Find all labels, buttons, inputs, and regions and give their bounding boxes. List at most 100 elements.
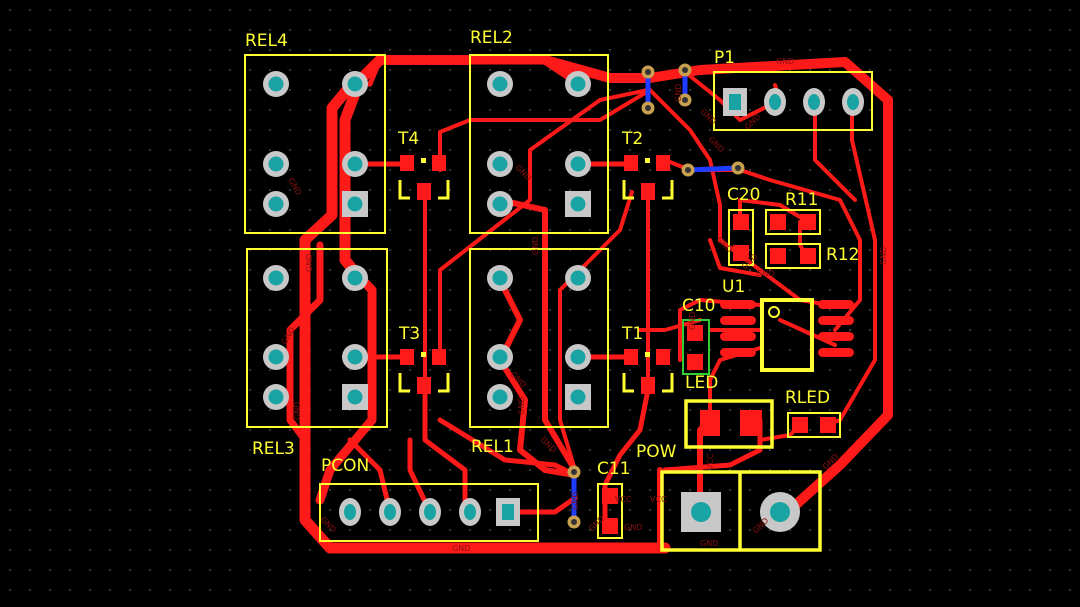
label-rel1: REL1 xyxy=(471,437,514,457)
label-pow: POW xyxy=(636,442,677,462)
u1-pin1-marker xyxy=(768,306,780,318)
t2-pad-2 xyxy=(656,155,670,171)
label-rel2: REL2 xyxy=(470,28,513,48)
svg-text:GND: GND xyxy=(879,247,888,265)
label-rel4: REL4 xyxy=(245,31,288,51)
svg-text:GND: GND xyxy=(699,107,718,126)
svg-text:VCC: VCC xyxy=(615,495,632,504)
u1-outline xyxy=(760,298,814,372)
c11-pad-1 xyxy=(602,488,618,504)
p1-pads xyxy=(723,88,864,116)
label-u1: U1 xyxy=(722,277,745,297)
u1-pin-8 xyxy=(818,300,854,309)
svg-text:GND: GND xyxy=(688,312,697,330)
u1-pin-2 xyxy=(720,316,756,325)
t1-pad-1 xyxy=(624,349,638,365)
c20-pad-2 xyxy=(733,245,749,261)
vias xyxy=(567,63,745,529)
svg-text:GND: GND xyxy=(715,235,734,254)
rel2-pads xyxy=(487,71,591,217)
t3-bracket xyxy=(398,373,450,393)
rel3-pads xyxy=(263,265,368,410)
pcon-outline xyxy=(319,483,539,542)
label-led: LED xyxy=(685,373,718,393)
label-t3: T3 xyxy=(398,324,420,344)
label-r11: R11 xyxy=(785,190,818,210)
label-t2: T2 xyxy=(621,129,643,149)
c11-outline xyxy=(597,483,623,539)
svg-text:GND: GND xyxy=(571,492,580,510)
t3-pad-2 xyxy=(432,349,446,365)
u1-pin-3 xyxy=(720,332,756,341)
svg-text:VCC: VCC xyxy=(706,453,715,470)
svg-text:GND: GND xyxy=(756,269,774,278)
svg-text:GND: GND xyxy=(280,326,297,346)
label-r12: R12 xyxy=(826,245,859,265)
c20-outline xyxy=(728,209,754,266)
through-hole-pads xyxy=(263,71,864,532)
transistor-center-dots xyxy=(421,158,650,357)
c10-pad-1 xyxy=(687,325,703,341)
rel2-outline xyxy=(469,54,609,234)
r12-outline xyxy=(765,243,821,269)
label-c10: C10 xyxy=(682,296,716,316)
t4-bracket xyxy=(398,180,450,200)
led-pad-1 xyxy=(700,410,720,436)
label-t4: T4 xyxy=(397,129,419,149)
t3-pad-1 xyxy=(400,349,414,365)
pcon-pads xyxy=(339,498,520,526)
c20-pad-1 xyxy=(733,214,749,230)
pow-pads xyxy=(681,492,800,532)
designators: REL4 REL2 REL3 REL1 T4 T2 T3 T1 P1 C20 R… xyxy=(245,28,859,479)
t3-pad-3 xyxy=(417,377,431,394)
label-pcon: PCON xyxy=(321,456,369,476)
c11-pad-2 xyxy=(602,518,618,534)
label-rled: RLED xyxy=(785,388,830,408)
smd-pads xyxy=(400,155,854,534)
r12-pad-2 xyxy=(800,248,816,264)
rel4-pads xyxy=(263,71,368,217)
c10-pad-2 xyxy=(687,354,703,370)
svg-text:GND: GND xyxy=(286,177,303,197)
rel1-outline xyxy=(469,248,609,428)
label-t1: T1 xyxy=(621,324,643,344)
svg-text:GND: GND xyxy=(674,84,683,102)
silkscreen-outlines xyxy=(244,54,873,552)
svg-text:GND: GND xyxy=(452,544,470,553)
svg-text:VCC: VCC xyxy=(650,495,667,504)
led-pad-2 xyxy=(740,410,762,436)
u1-pin-5 xyxy=(818,348,854,357)
label-rel3: REL3 xyxy=(252,439,295,459)
label-c11: C11 xyxy=(597,459,631,479)
t2-pad-1 xyxy=(624,155,638,171)
u1-pin-4 xyxy=(720,348,756,357)
top-copper-traces xyxy=(286,54,893,554)
svg-text:GND: GND xyxy=(624,523,642,532)
u1-pin-1 xyxy=(720,300,756,309)
label-c20: C20 xyxy=(727,185,761,205)
t2-bracket xyxy=(622,180,674,200)
rled-pad-2 xyxy=(820,417,836,433)
t1-pad-2 xyxy=(656,349,670,365)
rled-pad-1 xyxy=(792,417,808,433)
rled-outline xyxy=(787,412,841,438)
rel1-pads xyxy=(487,265,591,410)
r12-pad-1 xyxy=(770,248,786,264)
t4-pad-2 xyxy=(432,155,446,171)
t4-pad-3 xyxy=(417,183,431,200)
rel3-outline xyxy=(246,248,388,428)
t1-pad-3 xyxy=(641,377,655,394)
r11-pad-2 xyxy=(800,214,816,230)
t1-bracket xyxy=(622,373,674,393)
t2-pad-3 xyxy=(641,183,655,200)
t4-pad-1 xyxy=(400,155,414,171)
label-p1: P1 xyxy=(714,48,735,68)
led-outline-yellow xyxy=(684,399,774,449)
svg-text:GND: GND xyxy=(305,254,314,272)
svg-text:GND: GND xyxy=(776,57,794,66)
led-outline-green xyxy=(682,319,710,375)
svg-text:GND: GND xyxy=(293,402,302,420)
svg-text:GND: GND xyxy=(517,397,526,415)
u1-pin-7 xyxy=(818,316,854,325)
